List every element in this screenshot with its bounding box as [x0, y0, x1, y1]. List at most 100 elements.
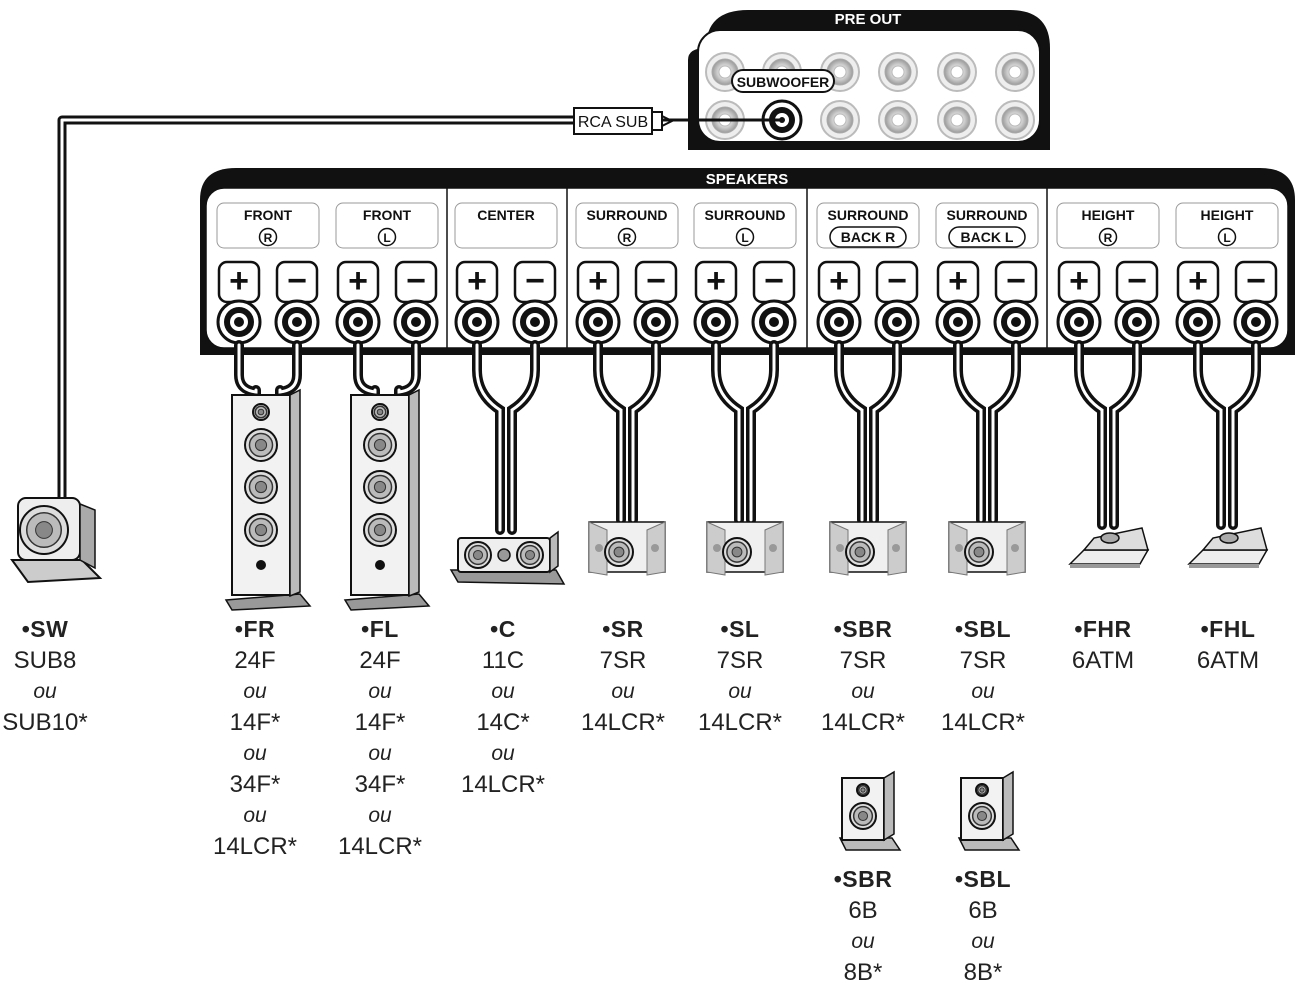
channel-side: BACK R: [841, 229, 895, 245]
bookshelf-speaker: [957, 770, 1021, 851]
surround-speaker: [948, 521, 1026, 576]
speaker-cable-core: [356, 343, 377, 394]
speaker-cable: [628, 340, 661, 525]
speaker-cable-core: [872, 343, 899, 522]
speaker-cable-core: [1112, 343, 1139, 527]
rca-sub-label: RCA SUB: [578, 114, 648, 131]
channel-side: L: [1223, 231, 1230, 245]
speaker-model: 8B*: [843, 959, 883, 986]
speaker-model: 14F*: [229, 709, 281, 736]
positive-terminal: +: [816, 260, 862, 345]
speaker-cable: [746, 340, 779, 525]
channel-label: FRONT R: [216, 202, 320, 249]
speaker-model: 14F*: [354, 709, 406, 736]
channel-name: FRONT: [363, 207, 412, 223]
speaker-model: 14LCR*: [460, 771, 546, 798]
speaker-cables: [234, 340, 1261, 535]
negative-terminal: −: [274, 260, 320, 345]
subwoofer-pill: SUBWOOFER: [731, 69, 835, 93]
preout-jack: [878, 52, 918, 92]
positive-terminal: +: [454, 260, 500, 345]
speakers-title: SPEAKERS: [706, 171, 789, 188]
minus-sign: −: [764, 262, 784, 300]
preout-jack: [878, 100, 918, 140]
speaker-cable: [953, 340, 986, 525]
speaker-cable-core: [475, 343, 502, 532]
center-speaker: [449, 530, 566, 585]
positive-terminal: +: [693, 260, 739, 345]
channel-label: CENTER: [454, 202, 558, 249]
speaker-model: 14LCR*: [820, 709, 906, 736]
minus-sign: −: [406, 262, 426, 300]
plus-sign: +: [229, 262, 249, 300]
channel-name: SURROUND: [828, 207, 909, 223]
height-speaker: [1187, 527, 1269, 568]
speaker-cable: [834, 340, 867, 525]
preout-title: PRE OUT: [835, 11, 902, 28]
speaker-cable-core: [510, 343, 537, 532]
channel-name: FRONT: [244, 207, 293, 223]
or-separator: ou: [243, 680, 267, 703]
minus-sign: −: [646, 262, 666, 300]
minus-sign: −: [1006, 262, 1026, 300]
plus-sign: +: [948, 262, 968, 300]
preout-jack: [937, 52, 977, 92]
channel-side: R: [264, 231, 273, 245]
speaker-cable-core: [956, 343, 983, 522]
or-separator: ou: [971, 930, 995, 953]
preout-jack: [995, 100, 1035, 140]
plus-sign: +: [588, 262, 608, 300]
channel-side: BACK L: [961, 229, 1014, 245]
channel-name: CENTER: [477, 207, 535, 223]
speaker-cable: [593, 340, 626, 525]
speaker-code: •C: [490, 616, 516, 642]
speaker-code: •FHL: [1200, 616, 1256, 642]
speaker-cable: [711, 340, 744, 525]
channel-side: R: [623, 231, 632, 245]
negative-terminal: −: [393, 260, 439, 345]
or-separator: ou: [368, 742, 392, 765]
speaker-code: •SR: [602, 616, 644, 642]
or-separator: ou: [491, 742, 515, 765]
speaker-cable-core: [596, 343, 623, 522]
positive-terminal: +: [1175, 260, 1221, 345]
speakers: [10, 388, 1269, 851]
positive-terminal: +: [1056, 260, 1102, 345]
speaker-code: •SW: [21, 616, 69, 642]
channel-name: SURROUND: [587, 207, 668, 223]
speaker-cable-core: [1196, 343, 1223, 527]
preout-jack: [937, 100, 977, 140]
negative-terminal: −: [512, 260, 558, 345]
speaker-model: 14LCR*: [697, 709, 783, 736]
channel-name: HEIGHT: [1201, 207, 1254, 223]
speaker-cable: [1193, 340, 1226, 530]
or-separator: ou: [368, 680, 392, 703]
speaker-model: 6B: [848, 897, 878, 924]
positive-terminal: +: [935, 260, 981, 345]
surround-speaker: [829, 521, 907, 576]
speaker-cable: [869, 340, 902, 525]
speaker-cable-core: [991, 343, 1018, 522]
speaker-cable: [472, 340, 505, 535]
subwoofer-speaker: [10, 497, 103, 584]
speaker-model: 7SR: [959, 647, 1007, 674]
preout-jack: [820, 100, 860, 140]
speaker-model: SUB10*: [2, 709, 88, 736]
negative-terminal: −: [993, 260, 1039, 345]
channel-name: SURROUND: [947, 207, 1028, 223]
or-separator: ou: [368, 804, 392, 827]
or-separator: ou: [491, 680, 515, 703]
floor-speaker: [343, 388, 431, 611]
subwoofer-label: SUBWOOFER: [737, 74, 830, 90]
